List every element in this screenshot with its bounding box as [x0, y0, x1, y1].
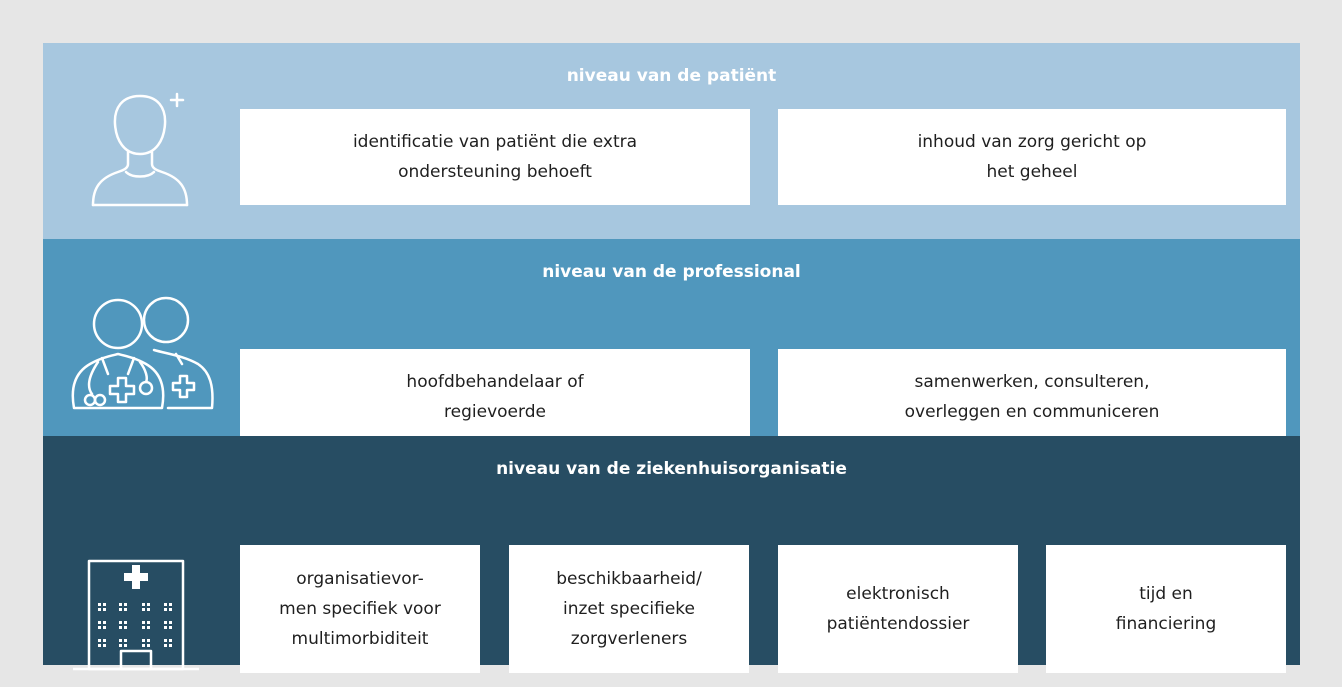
patient-box-2: inhoud van zorg gericht op het geheel [778, 109, 1286, 205]
professional-box-1: hoofdbehandelaar of regievoerde [240, 349, 750, 445]
professionals-icon [71, 296, 214, 410]
band-professional-level: niveau van de professional [43, 239, 1300, 445]
organisation-box-2: beschikbaarheid/ inzet specifieke zorgve… [509, 545, 749, 673]
organisation-box-4-label: tijd en financiering [1115, 584, 1217, 634]
professional-box-1-label: hoofdbehandelaar of regievoerde [406, 372, 584, 422]
patient-icon [91, 92, 189, 207]
diagram-frame: niveau van de patiënt identificatie van … [43, 43, 1300, 673]
patient-box-2-label: inhoud van zorg gericht op het geheel [917, 132, 1147, 182]
band-title-patient: niveau van de patiënt [566, 66, 777, 86]
organisation-box-3-label: elektronisch patiëntendossier [826, 584, 970, 634]
band-organisation-level: niveau van de ziekenhuisorganisatie [43, 436, 1300, 673]
band-patient-level: niveau van de patiënt identificatie van … [43, 43, 1300, 239]
patient-box-1: identificatie van patiënt die extra onde… [240, 109, 750, 205]
organisation-box-1: organisatievor- men specifiek voor multi… [240, 545, 480, 673]
band-title-organisation: niveau van de ziekenhuisorganisatie [496, 459, 847, 479]
organisation-box-4: tijd en financiering [1046, 545, 1286, 673]
band-title-professional: niveau van de professional [542, 262, 801, 282]
professional-box-2: samenwerken, consulteren, overleggen en … [778, 349, 1286, 445]
patient-box-1-label: identificatie van patiënt die extra onde… [352, 132, 638, 182]
organisation-box-3: elektronisch patiëntendossier [778, 545, 1018, 673]
organisation-box-2-label: beschikbaarheid/ inzet specifieke zorgve… [556, 569, 702, 649]
organisation-box-1-label: organisatievor- men specifiek voor multi… [279, 569, 441, 649]
hospital-icon [73, 559, 199, 671]
professional-box-2-label: samenwerken, consulteren, overleggen en … [904, 372, 1160, 422]
